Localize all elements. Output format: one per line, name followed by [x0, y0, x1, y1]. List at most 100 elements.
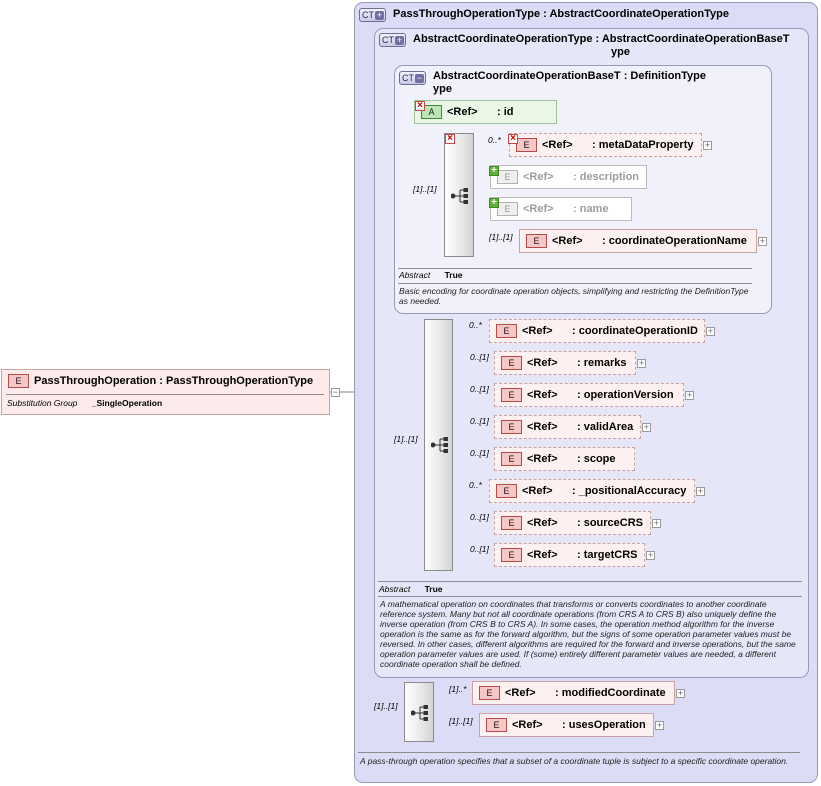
element-ref: <Ref>	[527, 421, 558, 433]
expand-plus-icon[interactable]: +	[706, 326, 715, 336]
element-ref: <Ref>	[523, 203, 554, 215]
element-name: : usesOperation	[562, 719, 646, 731]
element-badge-icon: E	[501, 452, 522, 466]
cardinality-label: [1]..[1]	[449, 716, 473, 726]
cardinality-label: 0..*	[488, 135, 501, 145]
element-sourcecrs[interactable]: E <Ref> : sourceCRS	[494, 511, 651, 535]
element-ref: <Ref>	[542, 139, 573, 151]
abstract-row: Abstract True	[399, 270, 463, 280]
outer-sequence-cardinality: [1]..[1]	[374, 701, 398, 711]
expand-plus-icon[interactable]: +	[642, 422, 651, 432]
ct-middle-title-line1: AbstractCoordinateOperationType : Abstra…	[413, 33, 790, 45]
element-name: : scope	[577, 453, 616, 465]
attribute-badge-icon: A	[421, 105, 442, 119]
element-metadataproperty[interactable]: E <Ref> : metaDataProperty	[509, 133, 702, 157]
root-element-header: E PassThroughOperation : PassThroughOper…	[2, 370, 329, 394]
element-description[interactable]: E <Ref> : description	[490, 165, 647, 189]
element-name: : remarks	[577, 357, 627, 369]
root-expand-icon[interactable]: −	[331, 387, 340, 397]
sequence-icon	[451, 188, 468, 204]
ct-inner-title: AbstractCoordinateOperationBaseT : Defin…	[433, 70, 706, 96]
sequence-compositor[interactable]	[424, 319, 453, 571]
expand-plus-icon[interactable]: +	[652, 518, 661, 528]
element-ref: <Ref>	[505, 687, 536, 699]
element-badge-icon: E	[497, 202, 518, 216]
divider	[358, 752, 800, 753]
element-targetcrs[interactable]: E <Ref> : targetCRS	[494, 543, 645, 567]
sequence-compositor[interactable]	[404, 682, 434, 742]
element-usesoperation[interactable]: E <Ref> : usesOperation	[479, 713, 654, 737]
element-ref: <Ref>	[523, 171, 554, 183]
element-ref: <Ref>	[527, 453, 558, 465]
attribute-ref: <Ref>	[447, 106, 478, 118]
element-badge-icon: E	[8, 374, 29, 388]
expand-plus-icon[interactable]: +	[758, 236, 767, 246]
prohibited-icon: ×	[415, 101, 425, 111]
expand-plus-icon: +	[375, 10, 384, 20]
abstract-value: True	[424, 584, 443, 594]
element-badge-icon: E	[486, 718, 507, 732]
element-badge-icon: E	[501, 516, 522, 530]
element-ref: <Ref>	[527, 549, 558, 561]
expand-plus-icon[interactable]: +	[685, 390, 694, 400]
abstract-label: Abstract	[379, 584, 411, 594]
element-badge-icon: E	[501, 548, 522, 562]
ct-middle-title-line2: ype	[611, 46, 630, 58]
complex-type-icon: CT−	[399, 71, 426, 85]
element-operationversion[interactable]: E <Ref> : operationVersion	[494, 383, 684, 407]
added-plus-icon: +	[489, 166, 499, 176]
ct-inner-title-line1: AbstractCoordinateOperationBaseT : Defin…	[433, 70, 706, 82]
element-remarks[interactable]: E <Ref> : remarks	[494, 351, 636, 375]
cardinality-label: 0..*	[469, 320, 482, 330]
divider	[398, 283, 752, 284]
prohibited-icon: ×	[445, 134, 455, 144]
added-plus-icon: +	[489, 198, 499, 208]
expand-plus-icon[interactable]: +	[655, 720, 664, 730]
expand-plus-icon[interactable]: +	[646, 550, 655, 560]
element-badge-icon: E	[497, 170, 518, 184]
element-coordinateoperationname[interactable]: E <Ref> : coordinateOperationName	[519, 229, 757, 253]
ct-outer-documentation: A pass-through operation specifies that …	[360, 756, 789, 766]
cardinality-label: 0..[1]	[470, 352, 489, 362]
element-ref: <Ref>	[522, 325, 553, 337]
element-name-node[interactable]: E <Ref> : name	[490, 197, 632, 221]
element-name: : metaDataProperty	[592, 139, 694, 151]
attribute-id[interactable]: A <Ref> : id	[414, 100, 557, 124]
element-scope[interactable]: E <Ref> : scope	[494, 447, 635, 471]
expand-plus-icon[interactable]: +	[703, 140, 712, 150]
cardinality-label: 0..[1]	[470, 416, 489, 426]
element-ref: <Ref>	[552, 235, 583, 247]
ct-inner-title-line2: ype	[433, 83, 452, 95]
cardinality-label: 0..[1]	[470, 512, 489, 522]
expand-plus-icon[interactable]: +	[676, 688, 685, 698]
element-name: : description	[573, 171, 640, 183]
cardinality-label: 0..*	[469, 480, 482, 490]
expand-plus-icon[interactable]: +	[637, 358, 646, 368]
element-positionalaccuracy[interactable]: E <Ref> : _positionalAccuracy	[489, 479, 695, 503]
ct-inner-documentation: Basic encoding for coordinate operation …	[399, 286, 749, 306]
element-ref: <Ref>	[527, 517, 558, 529]
element-badge-icon: E	[516, 138, 537, 152]
root-element[interactable]: E PassThroughOperation : PassThroughOper…	[1, 369, 330, 415]
expand-plus-icon[interactable]: +	[696, 486, 705, 496]
element-validarea[interactable]: E <Ref> : validArea	[494, 415, 641, 439]
prohibited-icon: ×	[508, 134, 518, 144]
element-ref: <Ref>	[527, 389, 558, 401]
element-ref: <Ref>	[512, 719, 543, 731]
divider	[378, 596, 802, 597]
element-badge-icon: E	[501, 420, 522, 434]
cardinality-label: 0..[1]	[470, 544, 489, 554]
divider	[378, 581, 802, 582]
element-modifiedcoordinate[interactable]: E <Ref> : modifiedCoordinate	[472, 681, 675, 705]
divider	[398, 268, 752, 269]
element-ref: <Ref>	[527, 357, 558, 369]
complex-type-icon: CT+	[359, 8, 386, 22]
attribute-name: : id	[497, 106, 514, 118]
element-badge-icon: E	[496, 324, 517, 338]
sequence-compositor[interactable]	[444, 133, 474, 257]
element-coordinateoperationid[interactable]: E <Ref> : coordinateOperationID	[489, 319, 705, 343]
expand-plus-icon: +	[395, 35, 404, 45]
substitution-group-row: Substitution Group _SingleOperation	[7, 398, 162, 408]
complex-type-icon: CT+	[379, 33, 406, 47]
divider	[6, 394, 324, 395]
